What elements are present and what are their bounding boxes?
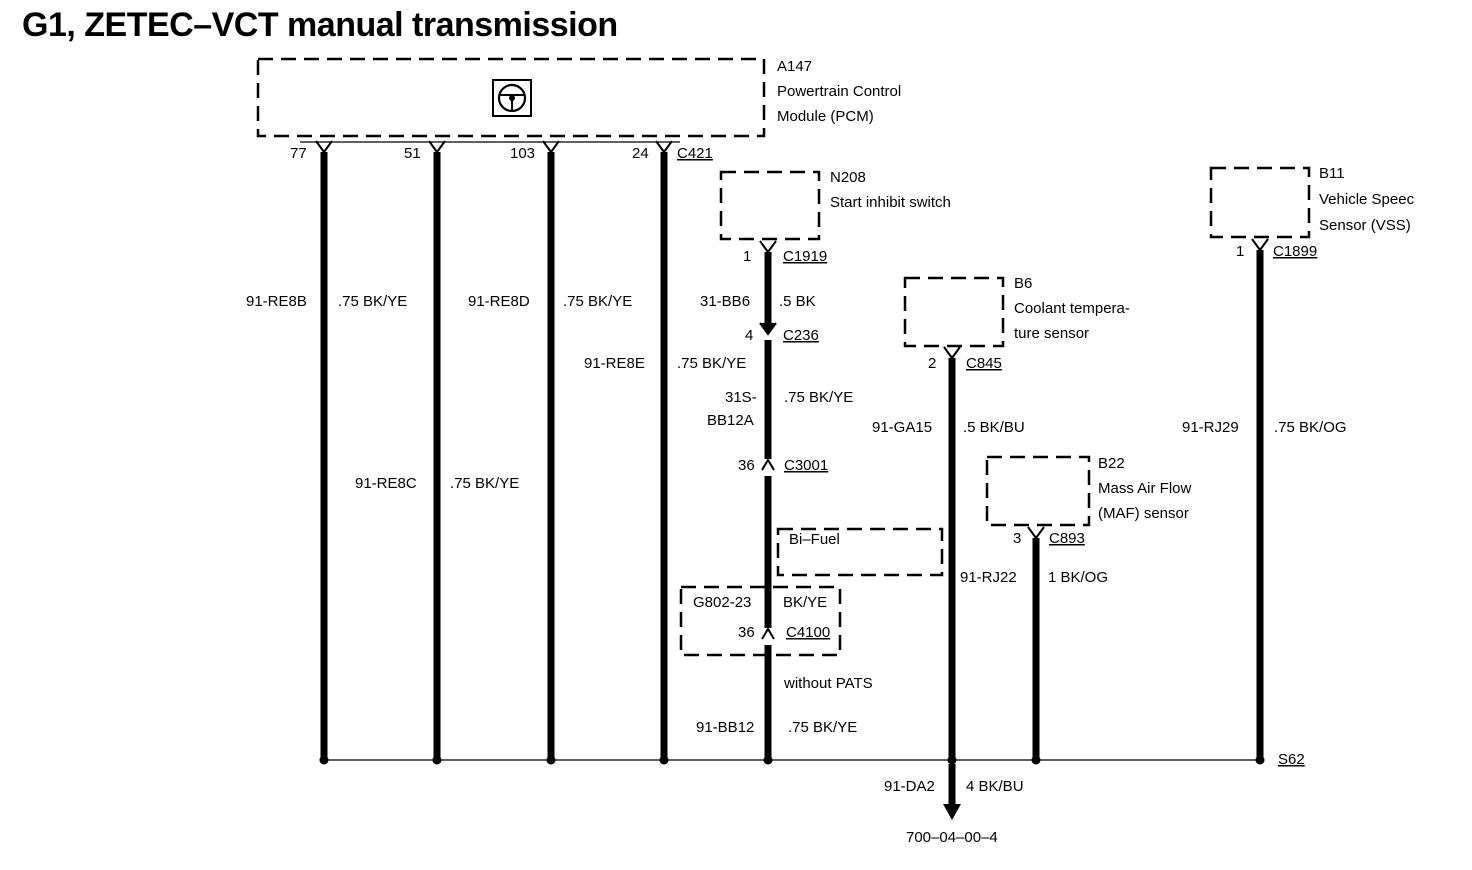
c845-label: C845 bbox=[966, 355, 1002, 372]
c3001-mark bbox=[761, 458, 775, 471]
wire-rj22-spec: 1 BK/OG bbox=[1048, 569, 1108, 586]
wire-ga15-code: 91-GA15 bbox=[872, 419, 932, 436]
c236-pin: 4 bbox=[745, 327, 753, 344]
pin-103-mark bbox=[542, 140, 560, 154]
b11-name-line2: Sensor (VSS) bbox=[1319, 217, 1411, 234]
wire-bb6-spec: .5 BK bbox=[779, 293, 816, 310]
wire-77-spec: .75 BK/YE bbox=[338, 293, 407, 310]
c1899-mark bbox=[1251, 238, 1269, 252]
c4100-label: C4100 bbox=[786, 624, 830, 641]
n208-name: Start inhibit switch bbox=[830, 194, 951, 211]
pcm-id: A147 bbox=[777, 58, 812, 75]
pin-51-mark bbox=[428, 140, 446, 154]
b11-box bbox=[1209, 166, 1311, 239]
c3001-pin: 36 bbox=[738, 457, 755, 474]
c236-label: C236 bbox=[783, 327, 819, 344]
wire-bb6-code: 31-BB6 bbox=[700, 293, 750, 310]
wire-51-code: 91-RE8C bbox=[355, 475, 417, 492]
c4100-pin: 36 bbox=[738, 624, 755, 641]
b6-name-line2: ture sensor bbox=[1014, 325, 1089, 342]
steering-wheel-icon bbox=[492, 79, 532, 117]
b11-id: B11 bbox=[1319, 165, 1345, 182]
b22-name-line2: (MAF) sensor bbox=[1098, 505, 1189, 522]
wire-bb12a-spec: .75 BK/YE bbox=[784, 389, 853, 406]
bifuel-box bbox=[776, 527, 944, 577]
b6-pin: 2 bbox=[928, 355, 936, 372]
splice-dot bbox=[947, 755, 957, 765]
pin-24: 24 bbox=[632, 145, 649, 162]
pcm-name-line1: Powertrain Control bbox=[777, 83, 901, 100]
n208-pin: 1 bbox=[743, 248, 751, 265]
pats-spec: BK/YE bbox=[783, 594, 827, 611]
pcm-name-line2: Module (PCM) bbox=[777, 108, 874, 125]
c893-mark bbox=[1027, 526, 1045, 540]
c236-mark bbox=[759, 322, 777, 336]
wire-24-spec: .75 BK/YE bbox=[677, 355, 746, 372]
b22-box bbox=[985, 455, 1091, 527]
pin-24-mark bbox=[655, 140, 673, 154]
bifuel-label: Bi–Fuel bbox=[789, 531, 840, 548]
pin-103: 103 bbox=[510, 145, 535, 162]
without-pats-label: without PATS bbox=[783, 675, 873, 692]
pin-51: 51 bbox=[404, 145, 421, 162]
wire-bb12-code: 91-BB12 bbox=[696, 719, 754, 736]
c4100-mark bbox=[761, 627, 775, 640]
wire-bb12a-code2: BB12A bbox=[707, 412, 754, 429]
pin-77-mark bbox=[315, 140, 333, 154]
c421-label: C421 bbox=[677, 145, 713, 162]
page-title: G1, ZETEC–VCT manual transmission bbox=[22, 6, 618, 44]
c1899-label: C1899 bbox=[1273, 243, 1317, 260]
splice-dot bbox=[546, 755, 556, 765]
wire-51-spec: .75 BK/YE bbox=[450, 475, 519, 492]
wire-bb12a-code1: 31S- bbox=[725, 389, 757, 406]
splice-dot bbox=[319, 755, 329, 765]
splice-dot bbox=[1031, 755, 1041, 765]
wire-77-code: 91-RE8B bbox=[246, 293, 307, 310]
ground-arrow-icon bbox=[943, 804, 961, 820]
c1919-mark bbox=[759, 240, 777, 254]
splice-label: S62 bbox=[1278, 751, 1305, 768]
c845-mark bbox=[943, 346, 961, 360]
b11-name-line1: Vehicle Speec bbox=[1319, 191, 1415, 208]
b6-id: B6 bbox=[1014, 275, 1032, 292]
pin-77: 77 bbox=[290, 145, 307, 162]
wire-rj22-code: 91-RJ22 bbox=[960, 569, 1017, 586]
pcm-box bbox=[256, 57, 766, 138]
c3001-label: C3001 bbox=[784, 457, 828, 474]
splice-dot bbox=[763, 755, 773, 765]
b22-name-line1: Mass Air Flow bbox=[1098, 480, 1192, 497]
wire-da2-spec: 4 BK/BU bbox=[966, 778, 1024, 795]
b6-box bbox=[903, 276, 1005, 348]
wire-bb12-spec: .75 BK/YE bbox=[788, 719, 857, 736]
b11-pin: 1 bbox=[1236, 243, 1244, 260]
wire-ga15-spec: .5 BK/BU bbox=[963, 419, 1025, 436]
b22-pin: 3 bbox=[1013, 530, 1021, 547]
splice-dot bbox=[1255, 755, 1265, 765]
b6-name-line1: Coolant tempera- bbox=[1014, 300, 1130, 317]
splice-dot bbox=[432, 755, 442, 765]
wire-103-code: 91-RE8D bbox=[468, 293, 530, 310]
wire-rj29-spec: .75 BK/OG bbox=[1274, 419, 1347, 436]
b22-id: B22 bbox=[1098, 455, 1125, 472]
c1919-label: C1919 bbox=[783, 248, 827, 265]
n208-box bbox=[719, 170, 821, 241]
wire-24-code: 91-RE8E bbox=[584, 355, 645, 372]
pats-code: G802-23 bbox=[693, 594, 751, 611]
n208-id: N208 bbox=[830, 169, 866, 186]
c893-label: C893 bbox=[1049, 530, 1085, 547]
reference-label: 700–04–00–4 bbox=[906, 829, 998, 846]
wire-da2-code: 91-DA2 bbox=[884, 778, 935, 795]
wire-rj29-code: 91-RJ29 bbox=[1182, 419, 1239, 436]
wire-103-spec: .75 BK/YE bbox=[563, 293, 632, 310]
pats-box bbox=[679, 585, 842, 657]
splice-dot bbox=[659, 755, 669, 765]
